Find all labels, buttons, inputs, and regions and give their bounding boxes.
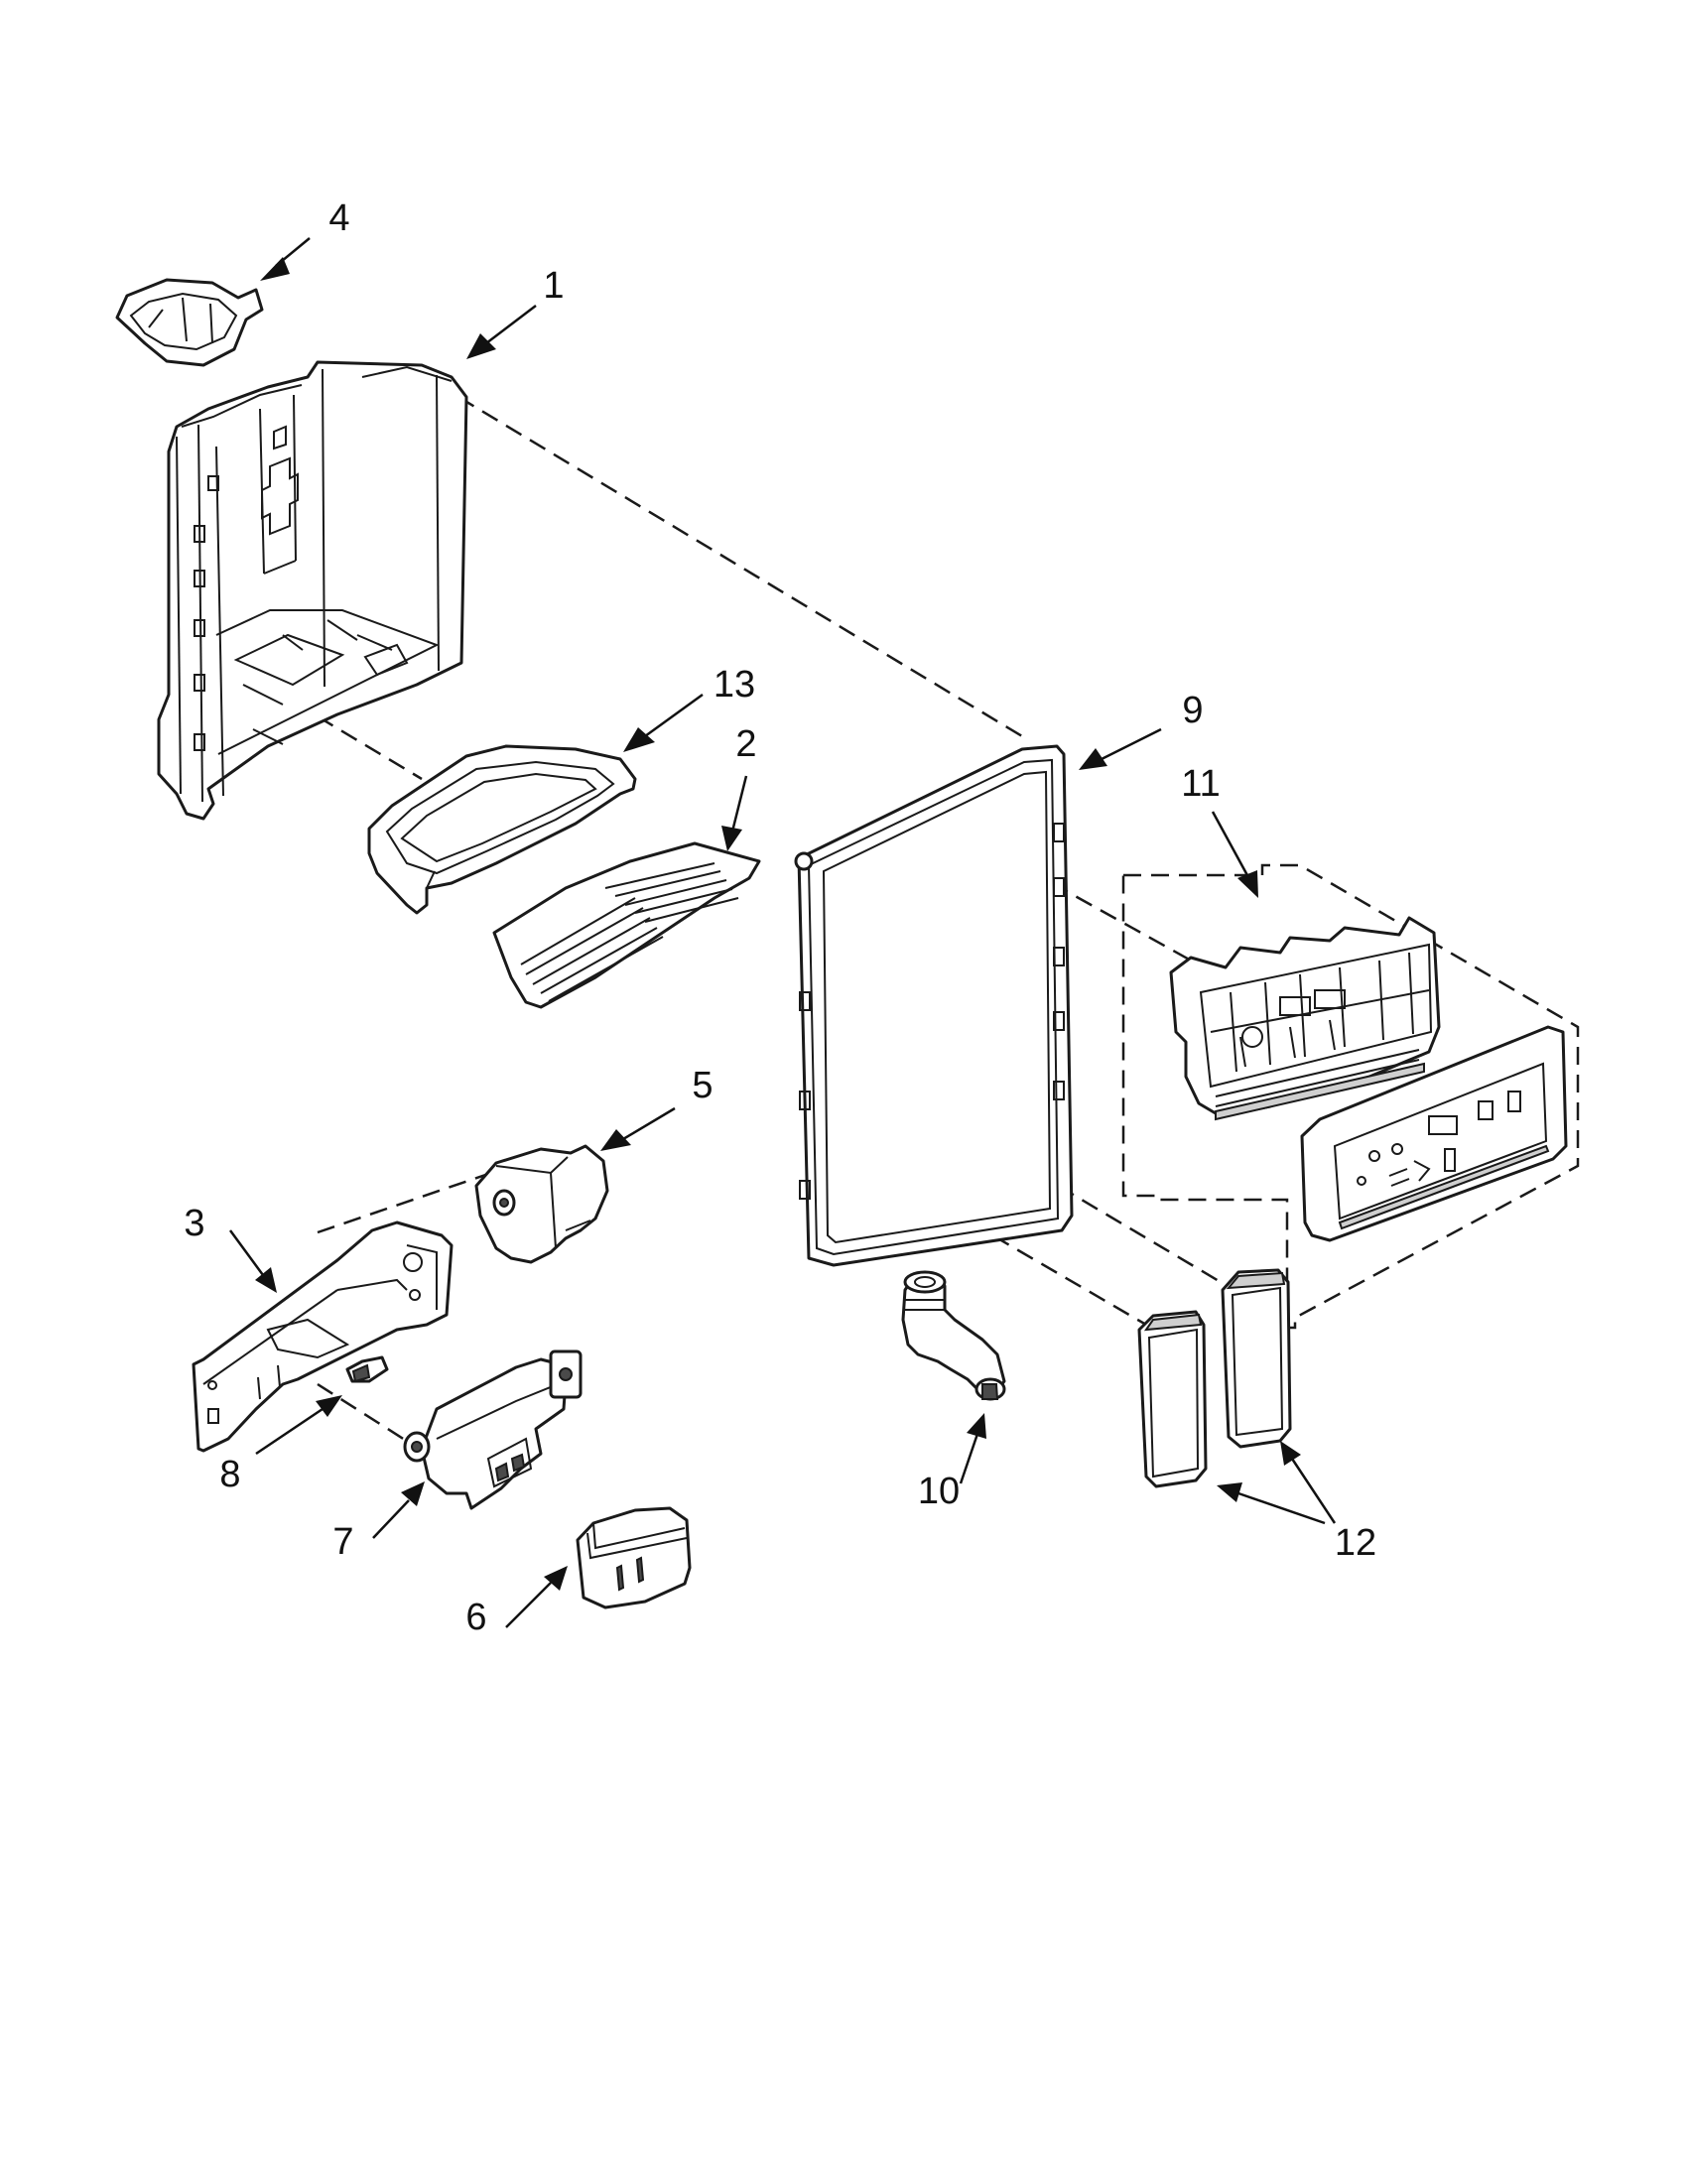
part-8-screw [345,1355,389,1383]
callout-6: 6 [465,1597,486,1638]
assembly-lines [317,395,1580,1456]
callout-11: 11 [1181,763,1220,805]
callout-labels: 4 1 13 2 9 11 5 3 8 7 6 10 12 [184,197,1376,1638]
leader-lines [228,237,1337,1628]
callout-8: 8 [219,1454,240,1495]
callout-7: 7 [332,1521,353,1563]
callout-4: 4 [328,197,349,239]
callout-13: 13 [714,664,755,706]
callout-12: 12 [1335,1522,1376,1564]
callout-3: 3 [184,1203,204,1244]
callout-5: 5 [692,1065,713,1106]
part-1-dispenser-housing [157,360,468,821]
callout-10: 10 [918,1471,960,1512]
callout-1: 1 [543,265,564,307]
callout-2: 2 [735,723,756,765]
part-12-button-right [1221,1268,1292,1449]
part-7-solenoid [403,1349,583,1510]
part-2-drip-grille [492,841,761,1009]
part-4-shroud-cup [115,278,264,367]
part-10-fitting [901,1270,1006,1401]
callout-9: 9 [1182,690,1203,731]
part-13-drip-tray [367,744,637,915]
part-5-motor [474,1144,609,1264]
part-11-control-housing [1169,916,1568,1242]
part-6-pad [576,1506,692,1609]
part-12-button-left [1137,1310,1208,1488]
part-9-dispenser-frame [794,744,1074,1267]
part-3-bracket [192,1220,454,1453]
